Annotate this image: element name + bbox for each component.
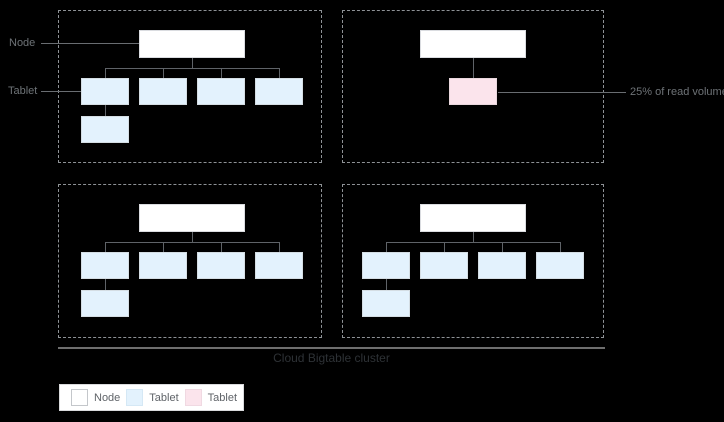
legend: Node Tablet Tablet bbox=[59, 384, 244, 411]
legend-entry-tablet: Tablet bbox=[126, 389, 179, 406]
tablet-box bbox=[81, 116, 129, 143]
legend-label: Node bbox=[94, 391, 121, 404]
tablet-box bbox=[197, 252, 245, 279]
connector-line bbox=[192, 232, 193, 242]
legend-entry-hot-tablet: Tablet bbox=[184, 389, 238, 406]
tablet-box bbox=[420, 252, 468, 279]
tablet-callout-line bbox=[41, 91, 81, 92]
hot-tablet-swatch bbox=[184, 389, 202, 406]
tablet-callout-label: Tablet bbox=[8, 85, 38, 97]
node-callout-line bbox=[41, 43, 139, 44]
connector-line bbox=[163, 68, 164, 78]
tablet-box bbox=[139, 252, 187, 279]
connector-line bbox=[473, 232, 474, 242]
legend-label: Tablet bbox=[149, 391, 179, 404]
cluster-title: Cloud Bigtable cluster bbox=[273, 351, 390, 365]
tablet-box bbox=[362, 290, 410, 317]
tablet-box bbox=[255, 252, 303, 279]
read-volume-callout-line bbox=[498, 92, 626, 93]
connector-line bbox=[386, 242, 561, 243]
tablet-box bbox=[197, 78, 245, 105]
cluster-bracket-line bbox=[58, 347, 605, 349]
connector-line bbox=[192, 58, 193, 68]
connector-line bbox=[105, 68, 106, 78]
connector-line bbox=[444, 242, 445, 252]
tablet-swatch bbox=[126, 389, 144, 406]
read-volume-callout-label: 25% of read volume bbox=[630, 86, 724, 98]
tablet-box bbox=[478, 252, 526, 279]
node-box bbox=[139, 204, 245, 232]
node-group-3-frame bbox=[58, 184, 322, 338]
node-box bbox=[420, 30, 526, 58]
connector-line bbox=[221, 68, 222, 78]
tablet-box bbox=[81, 252, 129, 279]
connector-line bbox=[105, 279, 106, 290]
node-group-2-frame bbox=[342, 10, 604, 163]
legend-entry-node: Node bbox=[71, 389, 120, 406]
connector-line bbox=[473, 58, 474, 78]
node-swatch bbox=[71, 389, 88, 406]
connector-line bbox=[386, 242, 387, 252]
connector-line bbox=[105, 68, 280, 69]
connector-line bbox=[560, 242, 561, 252]
node-callout-label: Node bbox=[9, 37, 36, 49]
hot-tablet-box bbox=[449, 78, 497, 105]
connector-line bbox=[502, 242, 503, 252]
connector-line bbox=[105, 242, 280, 243]
node-box bbox=[139, 30, 245, 58]
tablet-box bbox=[536, 252, 584, 279]
node-group-4-frame bbox=[342, 184, 604, 338]
connector-line bbox=[386, 279, 387, 290]
tablet-box bbox=[255, 78, 303, 105]
tablet-box bbox=[362, 252, 410, 279]
connector-line bbox=[279, 68, 280, 78]
tablet-box bbox=[81, 290, 129, 317]
legend-label: Tablet bbox=[207, 391, 238, 404]
connector-line bbox=[105, 242, 106, 252]
connector-line bbox=[221, 242, 222, 252]
node-group-1-frame bbox=[58, 10, 322, 163]
tablet-box bbox=[139, 78, 187, 105]
node-box bbox=[420, 204, 526, 232]
connector-line bbox=[279, 242, 280, 252]
connector-line bbox=[163, 242, 164, 252]
tablet-box bbox=[81, 78, 129, 105]
connector-line bbox=[105, 105, 106, 116]
